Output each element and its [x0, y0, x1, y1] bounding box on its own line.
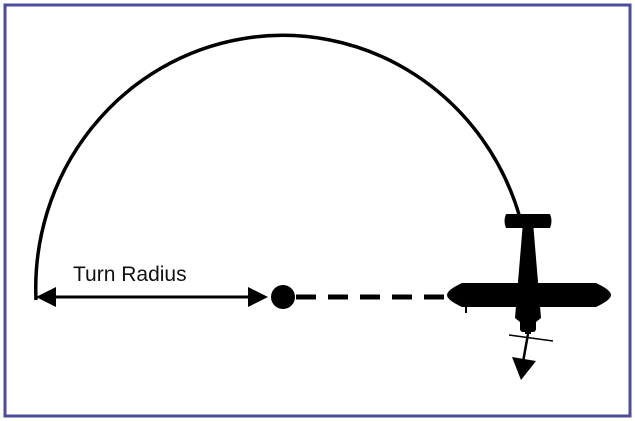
turn-arc: [33, 33, 522, 301]
turn-center-point: [271, 285, 295, 309]
diagram-frame: [3, 3, 632, 418]
direction-arrow-icon: [512, 333, 536, 380]
airplane-icon: [447, 214, 611, 334]
double-headed-arrow-icon: [36, 287, 268, 307]
propeller: [508, 334, 554, 342]
turn-radius-label: Turn Radius: [73, 263, 187, 286]
